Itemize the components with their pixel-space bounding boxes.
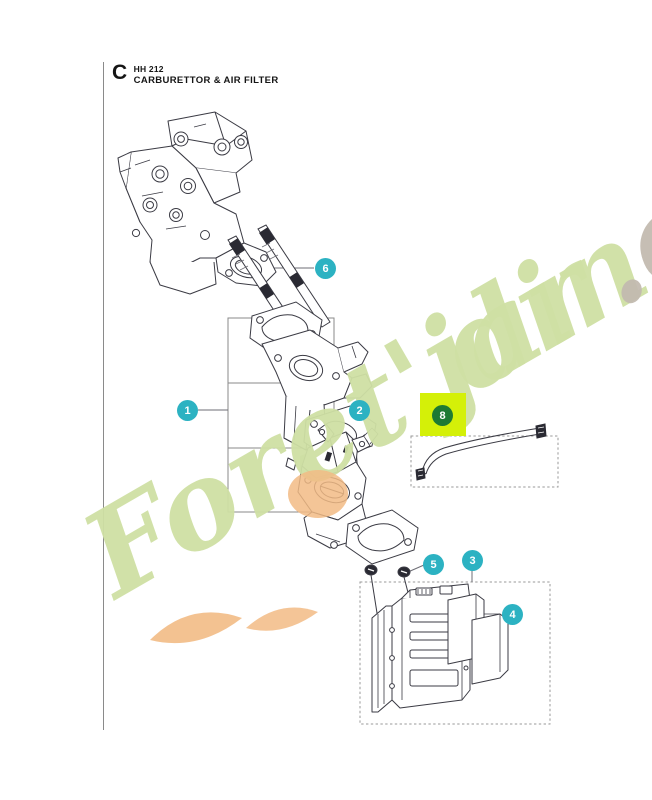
model-code: HH 212 (133, 64, 164, 74)
callout-3[interactable]: 3 (462, 550, 483, 571)
callout-1-label: 1 (184, 404, 191, 417)
page-left-rule (103, 62, 104, 730)
intake-insulator-part1 (261, 329, 373, 451)
page-header: C HH 212 CARBURETTOR & AIR FILTER (112, 61, 279, 87)
callout-5[interactable]: 5 (423, 554, 444, 575)
callout-6[interactable]: 6 (315, 258, 336, 279)
callout-3-label: 3 (469, 554, 476, 567)
callout-5-label: 5 (430, 558, 437, 571)
callout-4[interactable]: 4 (502, 604, 523, 625)
carb-gasket-lower (345, 509, 419, 565)
fuel-hose-part8 (415, 423, 547, 481)
callout-6-label: 6 (322, 262, 329, 275)
callout-2-label: 2 (356, 404, 363, 417)
group-8-dashed-box (410, 435, 559, 488)
group-3-dashed-box (359, 581, 551, 725)
section-letter: C (112, 61, 127, 84)
callout-2[interactable]: 2 (349, 400, 370, 421)
callout-8-label: 8 (439, 409, 446, 422)
callout-8[interactable]: 8 (432, 405, 453, 426)
air-filter-elements-part4 (447, 593, 509, 685)
section-title: CARBURETTOR & AIR FILTER (133, 75, 279, 86)
callout-4-label: 4 (509, 608, 516, 621)
callout-1[interactable]: 1 (177, 400, 198, 421)
